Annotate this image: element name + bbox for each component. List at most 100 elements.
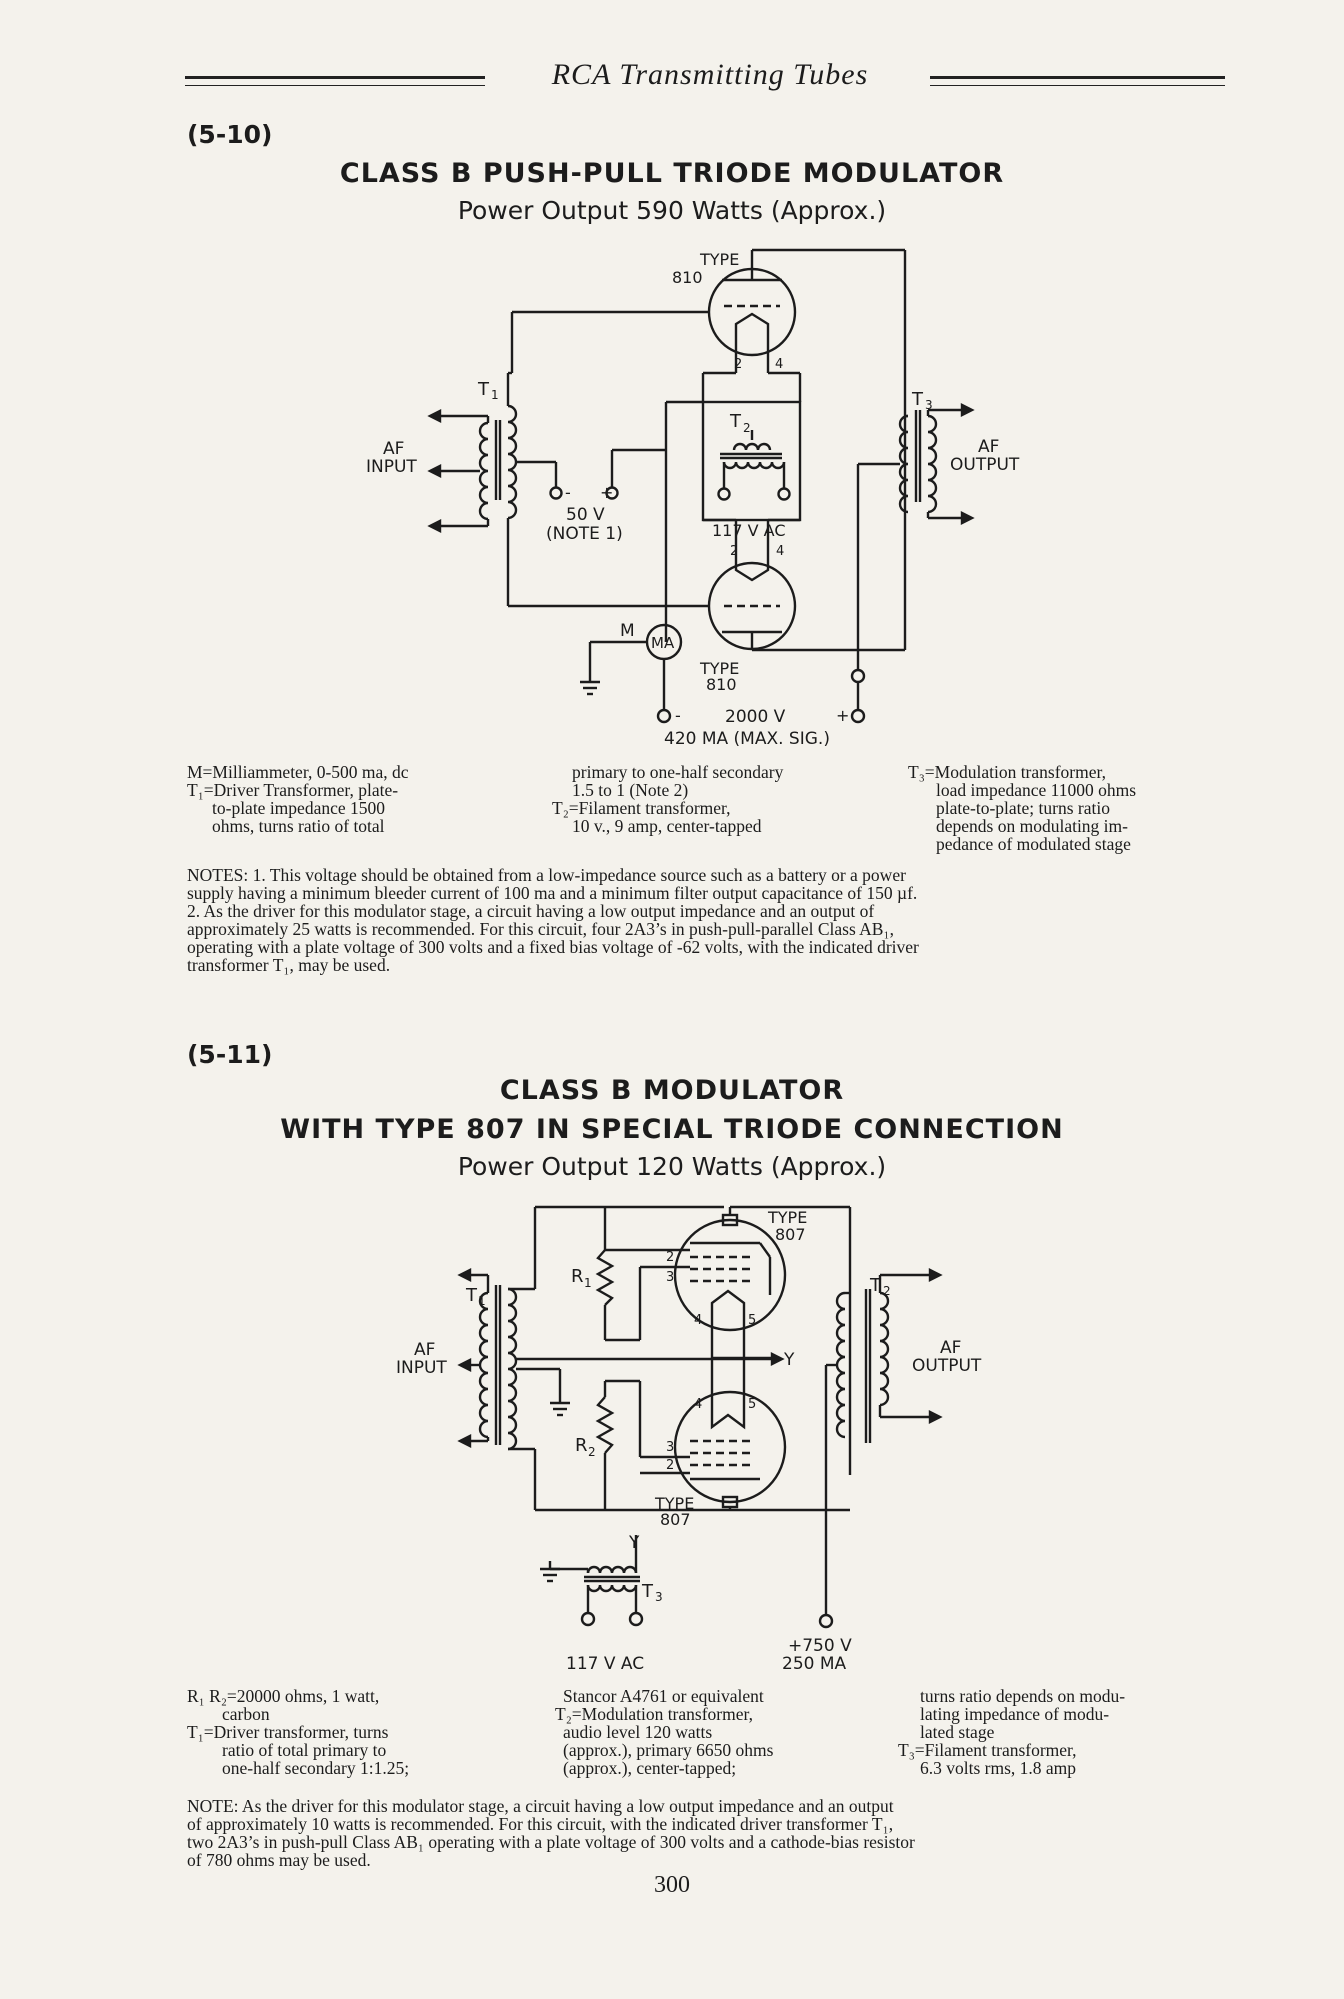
label-y-2: Y	[628, 1533, 640, 1553]
running-header: RCA Transmitting Tubes	[185, 58, 1225, 98]
label-r1: R	[571, 1266, 584, 1287]
label-t3-sub: 3	[925, 398, 933, 412]
pin-2: 2	[666, 1250, 674, 1265]
label-type-lower: TYPE	[699, 659, 739, 678]
label-af-output: AF	[978, 437, 999, 457]
label-2000v: 2000 V	[725, 707, 786, 727]
legend-line: T₁=Driver Transformer, plate-	[187, 780, 399, 800]
pin-2-lower: 2	[730, 544, 738, 559]
label-af-output-2: OUTPUT	[912, 1356, 982, 1376]
legend-line: T₁=Driver transformer, turns	[187, 1722, 389, 1742]
legend-col-3: T₃=Modulation transformer, load impedanc…	[908, 763, 1136, 853]
label-117v-ac: 117 V AC	[712, 521, 786, 540]
label-af-output: AF	[940, 1338, 961, 1358]
label-t1-sub: 1	[491, 388, 499, 402]
note-line: two 2A3’s in push-pull Class AB₁ operati…	[187, 1832, 915, 1852]
label-type-807: TYPE	[767, 1208, 807, 1227]
label-r2-sub: 2	[588, 1445, 596, 1459]
note-line: transformer T₁, may be used.	[187, 955, 391, 975]
label-r2: R	[575, 1435, 588, 1456]
legend-line: primary to one-half secondary	[572, 762, 784, 782]
legend-line: turns ratio depends on modu-	[920, 1686, 1126, 1706]
legend-line: T₂=Modulation transformer,	[555, 1704, 754, 1724]
label-tube-lower: 810	[706, 675, 737, 694]
pin-3: 3	[666, 1270, 674, 1285]
legend-line: lating impedance of modu-	[920, 1704, 1110, 1724]
header-rule-left	[185, 76, 485, 86]
legend-line: carbon	[222, 1704, 270, 1724]
driver-transformer-t1-2	[478, 1285, 518, 1451]
label-750v: +750 V	[788, 1636, 852, 1656]
label-af-input: AF	[414, 1340, 435, 1360]
circuit-subtitle-2: Power Output 120 Watts (Approx.)	[457, 1152, 887, 1181]
circuit-title: CLASS B PUSH-PULL TRIODE MODULATOR	[339, 158, 1005, 189]
circuit-title-2b: WITH TYPE 807 IN SPECIAL TRIODE CONNECTI…	[280, 1114, 1064, 1145]
label-ma: MA	[651, 634, 675, 652]
label-hv-minus: -	[675, 706, 681, 725]
note-line: approximately 25 watts is recommended. F…	[187, 919, 894, 939]
schematic-diagram-1: TYPE 810 T 1 T 2 T 3 AF INPUT AF OUTPUT …	[366, 248, 1020, 749]
label-note-1: (NOTE 1)	[546, 524, 623, 544]
filament-transformer-t2	[701, 400, 802, 522]
legend-line: to-plate impedance 1500	[212, 798, 385, 818]
pin-2: 2	[734, 357, 742, 372]
note-line: supply having a minimum bleeder current …	[187, 883, 918, 903]
label-t2: T	[729, 411, 742, 432]
pin-4-lower: 4	[694, 1397, 702, 1412]
tube-807-upper	[673, 1207, 787, 1335]
label-t3-sub: 3	[655, 1590, 663, 1604]
page-number: 300	[654, 1872, 690, 1898]
driver-transformer-t1	[478, 404, 518, 521]
legend-line: 6.3 volts rms, 1.8 amp	[920, 1758, 1077, 1778]
pin-4: 4	[775, 357, 783, 372]
pin-4-lower: 4	[776, 544, 784, 559]
label-hv-plus: +	[836, 706, 849, 725]
label-tube: 810	[672, 268, 703, 287]
legend-line: T₂=Filament transformer,	[552, 798, 731, 818]
label-t1: T	[465, 1285, 478, 1306]
notes-block-2: NOTE: As the driver for this modulator s…	[187, 1797, 1227, 1869]
legend-line: one-half secondary 1:1.25;	[222, 1758, 410, 1778]
tube-807-lower	[673, 1390, 787, 1510]
legend-line: T₃=Modulation transformer,	[908, 762, 1107, 782]
resistor-r1	[595, 1249, 615, 1306]
label-r1-sub: 1	[584, 1276, 592, 1290]
label-t3: T	[641, 1581, 654, 1602]
label-t1-sub: 1	[478, 1294, 486, 1308]
legend-line: T₃=Filament transformer,	[898, 1740, 1077, 1760]
circuit-title-2: CLASS B MODULATOR	[499, 1075, 845, 1106]
legend-col-2: primary to one-half secondary 1.5 to 1 (…	[552, 763, 783, 835]
legend-line: 10 v., 9 amp, center-tapped	[572, 816, 762, 836]
label-t3: T	[911, 389, 924, 410]
legend-line: ohms, turns ratio of total	[212, 816, 385, 836]
modulation-transformer-t3	[898, 410, 938, 514]
note-line: NOTE: As the driver for this modulator s…	[187, 1796, 894, 1816]
label-t1: T	[477, 379, 490, 400]
modulation-transformer-t2	[835, 1289, 890, 1443]
note-line: operating with a plate voltage of 300 vo…	[187, 937, 919, 957]
label-tube-807: 807	[775, 1225, 806, 1244]
figure-number: (5-10)	[187, 120, 273, 149]
label-bias-voltage: 50 V	[566, 505, 605, 525]
resistor-r2	[595, 1396, 615, 1454]
label-af-input: AF	[383, 439, 404, 459]
legend-line: depends on modulating im-	[936, 816, 1128, 836]
notes-block-1: NOTES: 1. This voltage should be obtaine…	[187, 866, 1227, 974]
header-rule-right	[930, 76, 1225, 86]
note-line: of approximately 10 watts is recommended…	[187, 1814, 894, 1834]
label-af-input-2: INPUT	[366, 457, 417, 477]
label-m: M	[620, 621, 635, 641]
pin-4: 4	[694, 1313, 702, 1328]
pin-5: 5	[748, 1313, 756, 1328]
note-line: NOTES: 1. This voltage should be obtaine…	[187, 865, 906, 885]
legend-line: ratio of total primary to	[222, 1740, 387, 1760]
legend-line: R₁ R₂=20000 ohms, 1 watt,	[187, 1686, 380, 1706]
legend-line: 1.5 to 1 (Note 2)	[572, 780, 689, 800]
label-tube-lower: 807	[660, 1510, 691, 1529]
label-type: TYPE	[699, 250, 739, 269]
label-type-lower: TYPE	[654, 1494, 694, 1513]
figure-number-2: (5-11)	[187, 1040, 273, 1069]
legend-col-3-2: turns ratio depends on modu- lating impe…	[898, 1687, 1125, 1777]
legend-line: (approx.), center-tapped;	[563, 1758, 737, 1778]
